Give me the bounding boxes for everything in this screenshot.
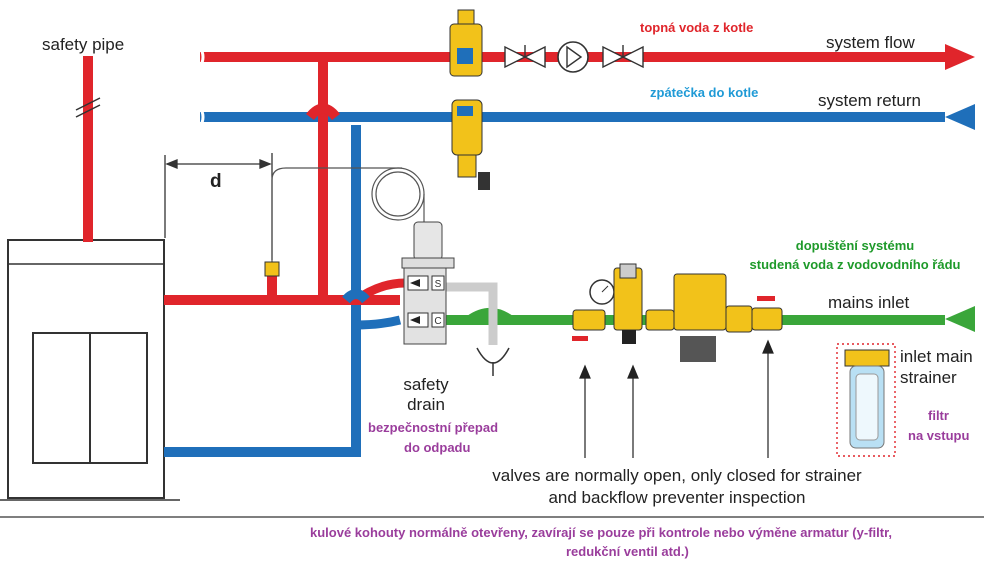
safety-drain-label-2: drain [407,395,445,414]
flow-arrow-icon [945,44,975,70]
safety-pipe-label: safety pipe [42,35,125,54]
pump-icon [557,41,589,73]
port-c-label: C [434,316,441,327]
pointer-arrows [579,339,774,458]
inlet-strainer-label-1: inlet main [900,347,973,366]
return-arrow-icon [945,104,975,130]
czech-drain-line-1: bezpečnostní přepad [368,420,499,435]
safety-pipe [75,56,101,242]
czech-drain-line-2: do odpadu [404,440,471,455]
safety-drain-label-1: safety [403,375,449,394]
valves-note-line-1: valves are normally open, only closed fo… [492,466,862,485]
valves-note-line-2: and backflow preventer inspection [548,488,806,507]
return-pipes [164,106,945,457]
flow-crossover [306,103,340,121]
port-s-label: S [435,279,442,290]
sensor-capillary [271,167,425,262]
dimension-d-label: d [210,171,222,192]
air-separator [449,9,483,77]
mains-inlet-label: mains inlet [828,293,910,312]
flow-valves [504,45,644,69]
inlet-strainer-label-2: strainer [900,368,957,387]
inlet-main-strainer [836,343,896,457]
system-flow-label: system flow [826,33,915,52]
mains-arrow-icon [945,306,975,332]
czech-footer-line-1: kulové kohouty normálně otevřeny, zavíra… [310,525,893,540]
dirt-separator [451,99,490,190]
mains-inlet-fittings [572,263,783,362]
czech-return-label: zpátečka do kotle [650,85,759,100]
dimension-d [164,153,273,260]
czech-filter-line-2: na vstupu [908,428,970,443]
thermal-discharge-valve: S C [401,221,455,345]
return-crossover [342,289,370,304]
safety-drain-pipe [445,282,510,376]
czech-mains-line-1: dopuštění systému [795,238,915,253]
temperature-sensor-icon [264,261,280,277]
czech-flow-label: topná voda z kotle [640,20,754,35]
czech-mains-line-2: studená voda z vodovodního řádu [749,257,961,272]
czech-footer-line-2: redukční ventil atd.) [566,544,689,559]
boiler [0,239,180,501]
system-return-label: system return [818,91,921,110]
czech-filter-line-1: filtr [928,408,949,423]
